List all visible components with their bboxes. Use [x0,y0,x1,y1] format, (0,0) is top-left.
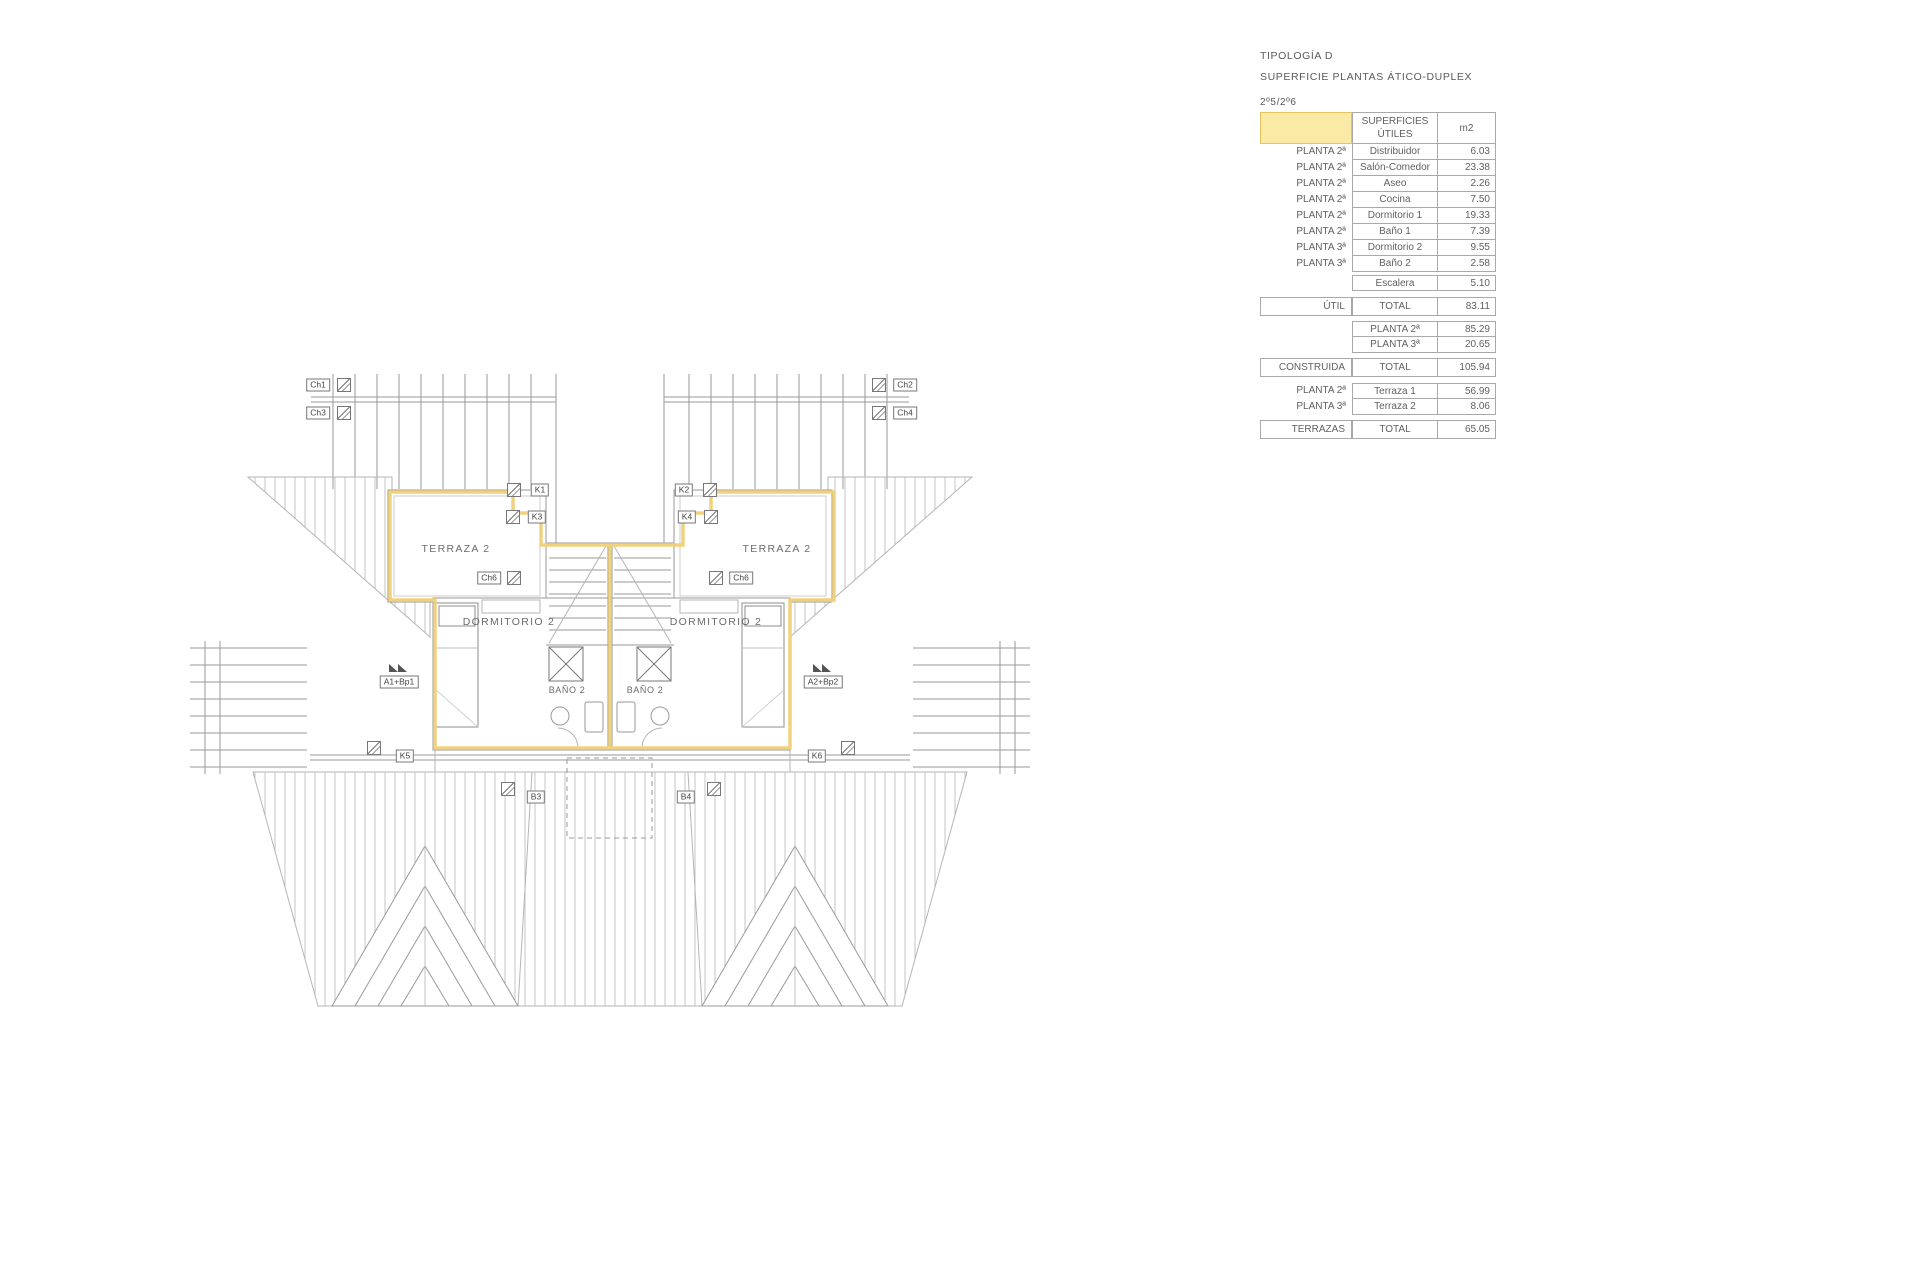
window-icon [707,782,721,796]
header-m2: m2 [1438,112,1496,144]
window-icon [337,378,351,392]
tag-ch1: Ch1 [306,378,330,392]
sheet-subtitle: SUPERFICIE PLANTAS ÁTICO-DUPLEX [1260,71,1473,83]
pergola-lines [311,374,909,543]
title-block: TIPOLOGÍA D SUPERFICIE PLANTAS ÁTICO-DUP… [1260,50,1472,108]
tag-ch2: Ch2 [893,378,917,392]
tag-k4: K4 [677,510,697,524]
window-icon [704,510,718,524]
window-icon [709,571,723,585]
room-label-terraza-right: TERRAZA 2 [742,543,812,555]
tag-ch6-left: Ch6 [477,571,501,585]
tag-ch4: Ch4 [893,406,917,420]
window-icon [501,782,515,796]
window-icon [507,571,521,585]
tag-k5: K5 [395,749,415,763]
tag-a1-bp1: A1+Bp1 [379,675,419,689]
room-label-bano-right: BAÑO 2 [626,685,664,695]
vent-icon [813,659,833,672]
interior-details [393,495,827,839]
window-icon [367,741,381,755]
tag-ch6-right: Ch6 [729,571,753,585]
window-icon [841,741,855,755]
room-label-dormitorio-left: DORMITORIO 2 [462,616,556,628]
unit-numbers: 2º5/2º6 [1260,97,1297,108]
window-icon [337,406,351,420]
typology-title: TIPOLOGÍA D [1260,50,1334,62]
tag-b4: B4 [676,790,696,804]
tag-k3: K3 [527,510,547,524]
tag-k2: K2 [674,483,694,497]
room-label-bano-left: BAÑO 2 [548,685,586,695]
table-header-row: SUPERFICIES ÚTILES m2 [1260,112,1498,144]
tag-k6: K6 [807,749,827,763]
vent-icon [389,659,409,672]
tag-k1: K1 [530,483,550,497]
window-icon [872,378,886,392]
room-label-dormitorio-right: DORMITORIO 2 [669,616,763,628]
roof-gables [331,845,889,1007]
window-icon [703,483,717,497]
tag-b3: B3 [526,790,546,804]
window-icon [872,406,886,420]
tag-ch3: Ch3 [306,406,330,420]
side-beams [190,641,1030,774]
header-superficies: SUPERFICIES ÚTILES [1352,112,1438,144]
window-icon [507,483,521,497]
window-icon [506,510,520,524]
room-label-terraza-left: TERRAZA 2 [421,543,491,555]
yellow-legend-swatch [1260,112,1352,144]
tag-a2-bp2: A2+Bp2 [803,675,843,689]
